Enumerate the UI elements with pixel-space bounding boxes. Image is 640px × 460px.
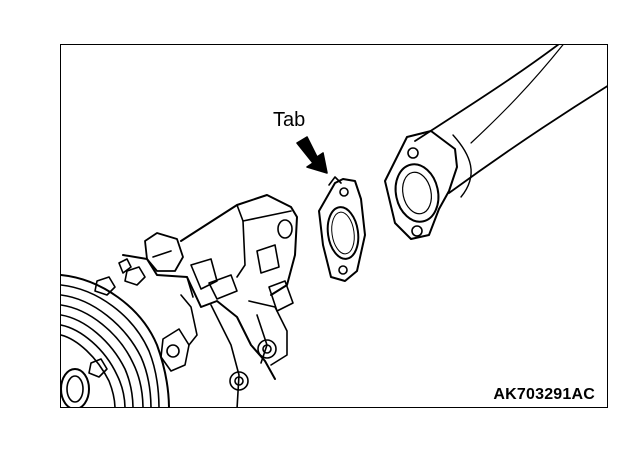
illustration	[61, 45, 608, 408]
gasket	[319, 177, 365, 281]
tab-label: Tab	[273, 109, 306, 131]
compressor-body	[95, 195, 297, 408]
pulley	[61, 275, 169, 408]
figure-code: AK703291AC	[493, 386, 595, 403]
pipe	[415, 45, 608, 197]
figure-frame: Tab AK703291AC	[60, 44, 608, 408]
tab-arrow-icon	[297, 137, 327, 173]
pipe-flange	[385, 131, 457, 239]
